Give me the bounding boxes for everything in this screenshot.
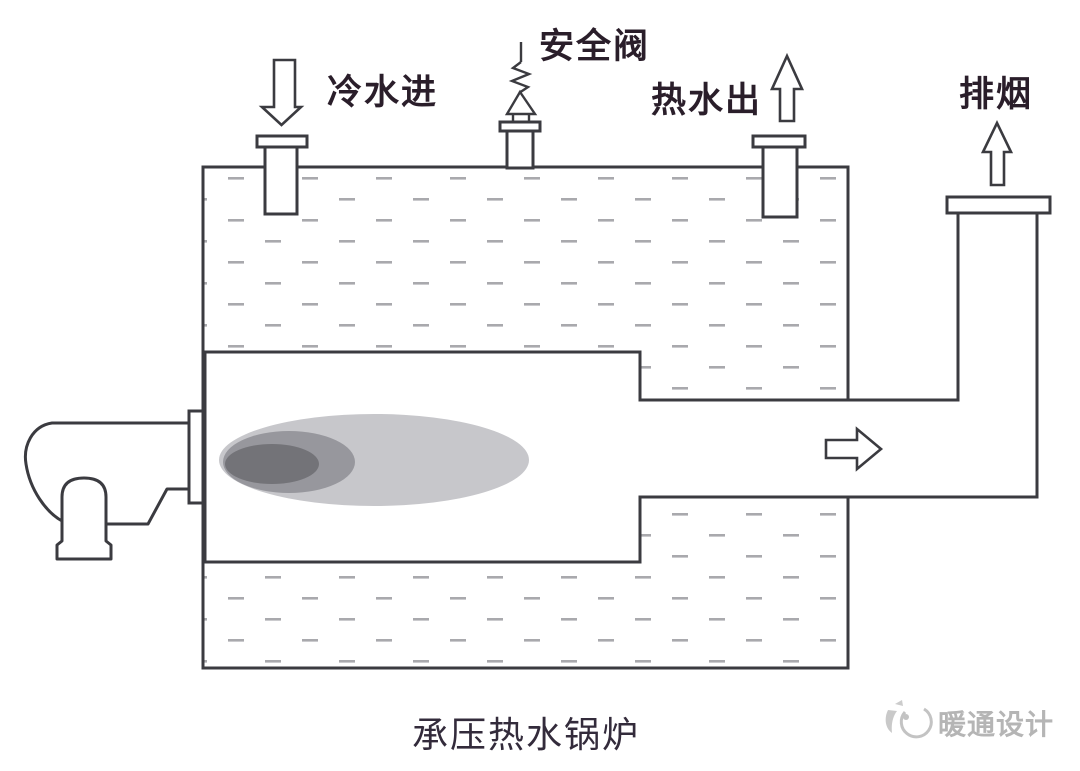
cold-water-flange xyxy=(255,134,309,149)
label-cold-water-in: 冷水进 xyxy=(327,73,438,112)
chimney-flange xyxy=(945,195,1052,215)
watermark-logo-icon xyxy=(885,700,933,739)
hot-water-pipe xyxy=(761,145,799,219)
safety-valve-riser xyxy=(505,128,535,170)
safety-valve-flange xyxy=(498,120,542,133)
burner-motor xyxy=(55,476,113,561)
hot-water-up-arrow-icon xyxy=(769,52,805,123)
cold-water-down-arrow-icon xyxy=(258,58,305,127)
flue-exhaust-up-arrow-icon xyxy=(980,120,1014,187)
watermark-text: 暖通设计 xyxy=(938,709,1054,740)
watermark: 暖通设计 xyxy=(885,700,1054,740)
label-hot-water-out: 热水出 xyxy=(651,81,762,120)
label-safety-valve: 安全阀 xyxy=(539,26,650,66)
cold-water-pipe xyxy=(263,145,299,216)
flue-flow-arrow-icon xyxy=(824,426,884,472)
label-flue-exhaust: 排烟 xyxy=(959,75,1033,114)
burner-mount-flange xyxy=(187,409,205,505)
safety-valve-icon xyxy=(504,42,538,122)
diagram-caption: 承压热水锅炉 xyxy=(412,715,640,755)
hot-water-flange xyxy=(751,134,807,149)
flame-core xyxy=(225,444,319,484)
